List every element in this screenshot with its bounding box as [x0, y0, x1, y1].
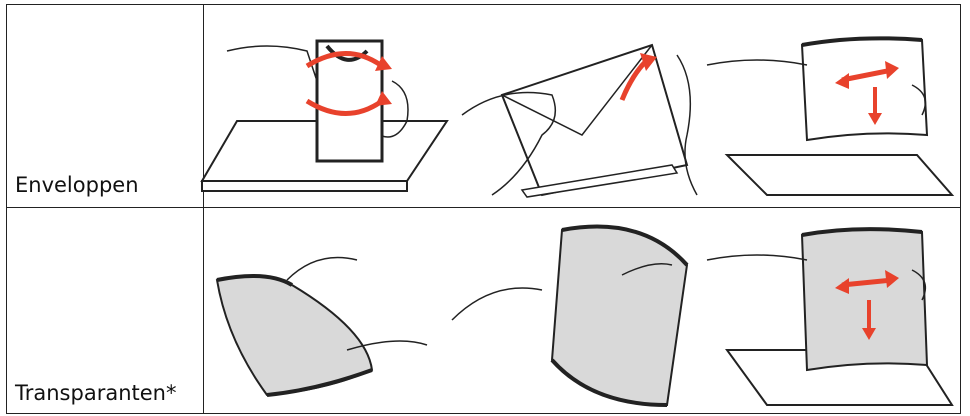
transparency-straighten-icon — [707, 220, 957, 410]
envelope-straighten-icon — [707, 25, 957, 195]
row-divider — [7, 207, 960, 208]
row-label-transparencies: Transparanten* — [15, 383, 176, 404]
envelope-flex-icon — [207, 11, 452, 201]
instruction-table: Enveloppen Transparanten* — [6, 4, 961, 414]
transparency-fan-icon — [452, 210, 702, 410]
transparency-flex-icon — [207, 220, 437, 410]
row-label-envelopes: Enveloppen — [15, 175, 139, 196]
column-divider — [203, 5, 204, 413]
envelope-fan-icon — [462, 25, 702, 195]
